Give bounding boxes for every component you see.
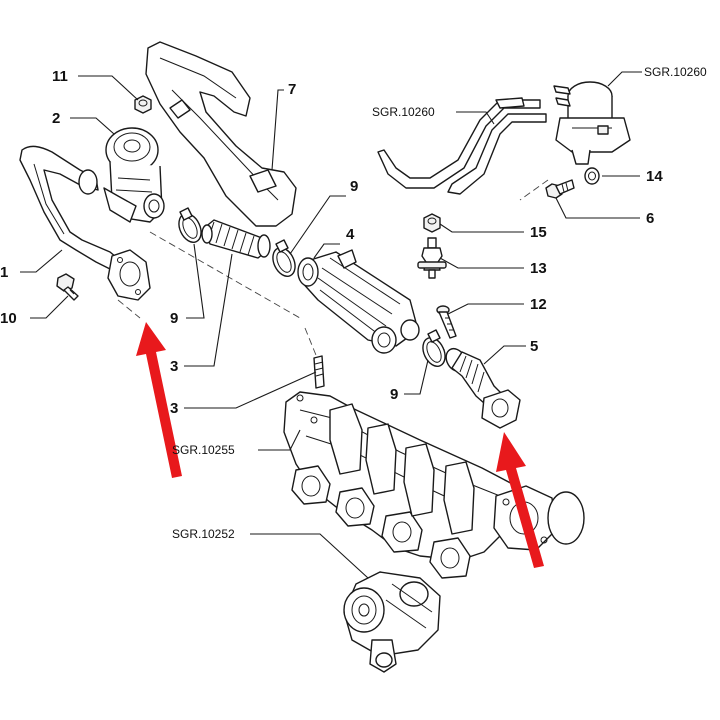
exhaust-outlet-flange (493, 485, 585, 551)
part-12-screw (436, 305, 457, 339)
part-1-egr-pipe (19, 145, 151, 301)
red-arrow-left (136, 322, 182, 478)
callout-11: 11 (52, 68, 68, 85)
part-13-rubber-mount (417, 237, 447, 279)
ref-sgr-10255-manifold: SGR.10255 (172, 443, 235, 457)
callout-2: 2 (52, 110, 60, 127)
callout-13: 13 (530, 260, 547, 277)
callout-9-middle: 9 (350, 178, 358, 195)
callout-10: 10 (0, 310, 17, 327)
turbocharger (343, 571, 441, 673)
vacuum-hoses (377, 97, 547, 195)
callout-3-hose: 3 (170, 358, 178, 375)
reference-labels: SGR.10260 SGR.10260 SGR.10255 SGR.10252 (172, 65, 707, 541)
part-7-heat-shield (145, 41, 297, 227)
callout-9-lower: 9 (390, 386, 398, 403)
callout-4: 4 (346, 226, 355, 243)
callout-7: 7 (288, 81, 296, 98)
part-3-corrugated-hose (201, 219, 271, 259)
part-5-flex-pipe (445, 347, 521, 429)
part-9-clamp-lower (422, 329, 446, 367)
callout-6: 6 (646, 210, 654, 227)
leader-lines (20, 71, 642, 579)
exhaust-manifold (283, 391, 533, 579)
callout-15: 15 (530, 224, 547, 241)
part-6-banjo-bolt (545, 179, 575, 199)
part-15-nut (423, 213, 441, 233)
callout-5: 5 (530, 338, 538, 355)
manifold-stud (313, 355, 325, 389)
part-10-bolt (56, 273, 79, 301)
vacuum-modulator-valve (553, 81, 631, 165)
part-2-egr-valve (103, 127, 165, 223)
ref-sgr-10252-turbo: SGR.10252 (172, 527, 235, 541)
part-9-clamp-middle (272, 239, 296, 277)
red-arrow-right (496, 432, 544, 568)
callout-labels: 11 2 7 1 10 9 9 9 4 3 3 15 13 12 5 14 6 (0, 68, 663, 417)
callout-1: 1 (0, 264, 8, 281)
callout-12: 12 (530, 296, 547, 313)
callout-14: 14 (646, 168, 663, 185)
ref-sgr-10260-hoses: SGR.10260 (372, 105, 435, 119)
part-11-nut (134, 95, 152, 114)
part-9-clamp-upper (178, 207, 202, 243)
part-4-egr-cooler (297, 249, 420, 354)
part-14-washer (584, 167, 600, 185)
callout-9-upper: 9 (170, 310, 178, 327)
callout-3-stud: 3 (170, 400, 178, 417)
ref-sgr-10260-modulator: SGR.10260 (644, 65, 707, 79)
